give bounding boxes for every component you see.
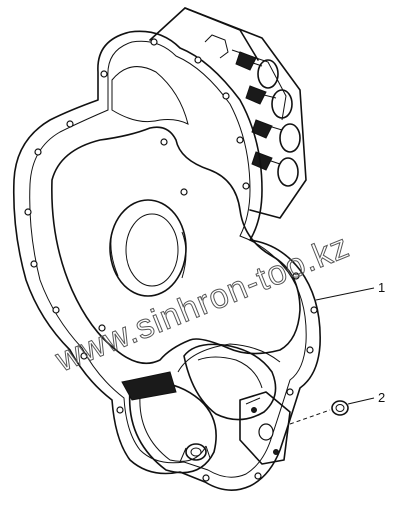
flange-inner-rim <box>29 40 307 478</box>
central-bore <box>109 199 187 297</box>
dowel-fitting <box>179 443 211 463</box>
callout-2: 2 <box>347 390 385 405</box>
watermark-text: www.sinhron-too.kz <box>50 227 355 380</box>
rear-housing-section <box>149 7 307 219</box>
bolt-holes <box>24 38 318 482</box>
mounting-bracket <box>239 391 291 465</box>
callout-1-label: 1 <box>378 280 385 295</box>
callout-1: 1 <box>315 280 385 301</box>
part-2-nut <box>289 400 349 425</box>
lower-bore-right <box>177 343 281 421</box>
flange-outer-outline <box>12 30 321 491</box>
upper-lobe-opening <box>51 126 301 365</box>
callout-2-label: 2 <box>378 390 385 405</box>
